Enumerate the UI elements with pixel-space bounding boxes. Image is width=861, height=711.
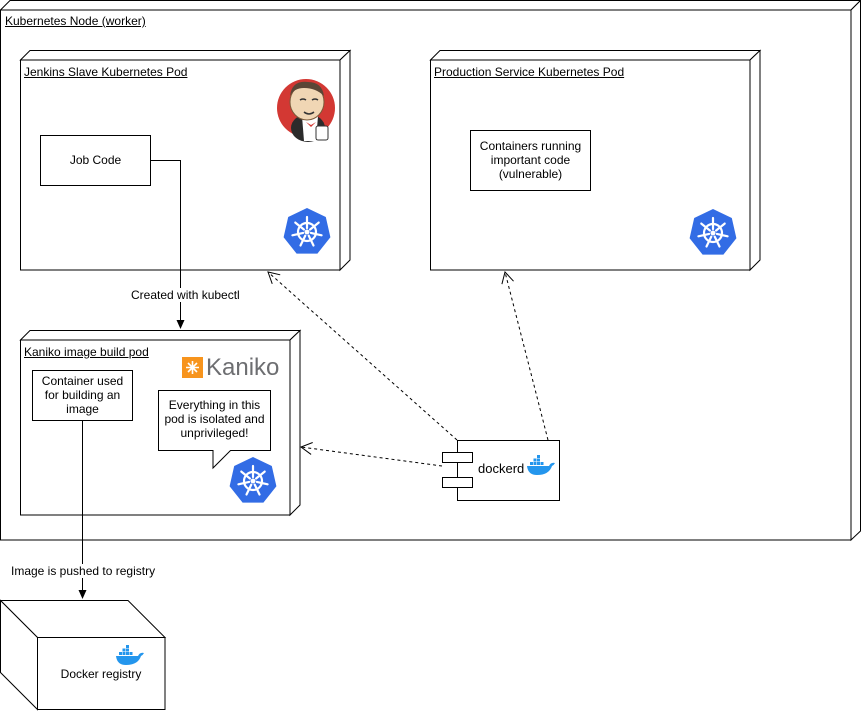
- dashed-arrow-dockerd-to-production: [501, 270, 549, 441]
- dockerd-label: dockerd: [478, 461, 525, 476]
- kaniko-logo-text: Kaniko: [206, 354, 280, 381]
- job-code-label: Job Code: [69, 153, 122, 167]
- image-pushed-label: Image is pushed to registry: [11, 564, 156, 578]
- jenkins-icon: [277, 79, 335, 142]
- kaniko-pod-title: Kaniko image build pod: [24, 345, 149, 359]
- docker-registry-box: [0, 599, 167, 711]
- kaniko-logo: [182, 357, 203, 378]
- node-title: Kubernetes Node (worker): [5, 14, 146, 28]
- callout-bubble: [158, 390, 271, 470]
- production-pod-title: Production Service Kubernetes Pod: [434, 65, 625, 79]
- callout-text: Everything in this pod is isolated and u…: [164, 398, 265, 440]
- build-container-box: [32, 370, 133, 421]
- docker-registry-label: Docker registry: [60, 667, 142, 681]
- containers-label: Containers running important code (vulne…: [479, 139, 582, 181]
- containers-box: [470, 130, 591, 191]
- jenkins-pod-title: Jenkins Slave Kubernetes Pod: [24, 65, 188, 79]
- arrow-job-to-kaniko: [150, 160, 185, 329]
- created-with-kubectl-label: Created with kubectl: [131, 288, 240, 302]
- dashed-arrow-dockerd-to-jenkins: [267, 271, 458, 441]
- build-container-label: Container used for building an image: [41, 374, 124, 416]
